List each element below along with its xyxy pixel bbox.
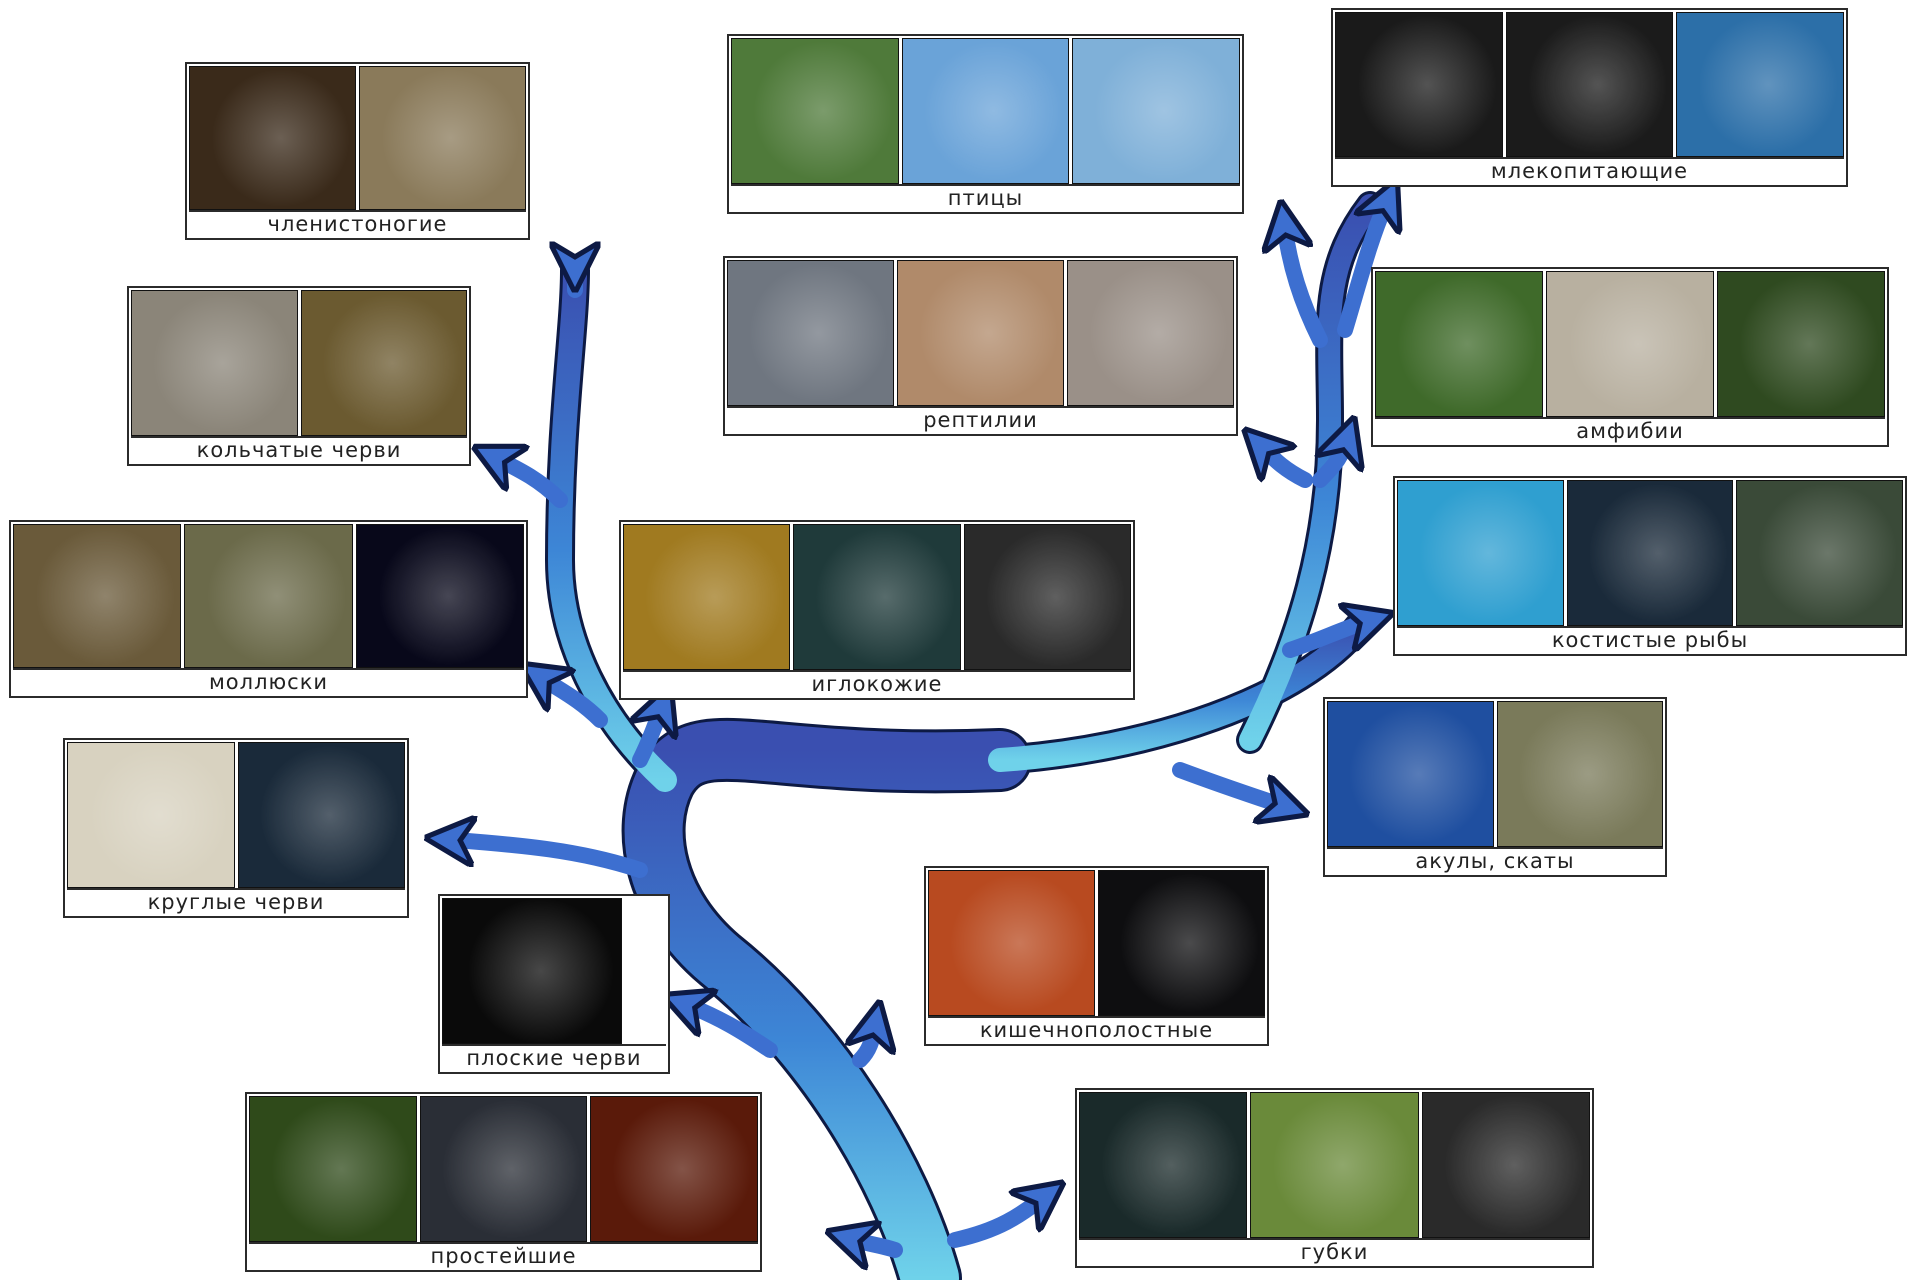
photo-row <box>1327 701 1663 847</box>
arrow-reptiles <box>1265 450 1305 480</box>
group-label: амфибии <box>1375 417 1885 443</box>
photo-earthworm <box>301 290 468 436</box>
group-label: млекопитающие <box>1335 157 1844 183</box>
group-label: моллюски <box>13 668 524 694</box>
photo-row <box>1375 271 1885 417</box>
photo-ray <box>1497 701 1664 847</box>
group-label: костистые рыбы <box>1397 626 1903 652</box>
group-label: простейшие <box>249 1242 758 1268</box>
group-label: кишечнополостные <box>928 1016 1265 1042</box>
photo-sponge-yellow <box>1422 1092 1590 1238</box>
arrow-birds <box>1285 230 1320 340</box>
photo-whale <box>1676 12 1844 157</box>
group-bony-fish: костистые рыбы <box>1393 476 1907 656</box>
photo-row <box>189 66 526 210</box>
group-birds: птицы <box>727 34 1244 214</box>
group-label: рептилии <box>727 406 1234 432</box>
group-label: членистоногие <box>189 210 526 236</box>
photo-toad <box>1717 271 1885 417</box>
group-label: иглокожие <box>623 670 1131 696</box>
group-flatworms: плоские черви <box>438 894 670 1074</box>
photo-row <box>13 524 524 668</box>
photo-row <box>131 290 467 436</box>
photo-albatross <box>902 38 1070 184</box>
photo-paramecium <box>420 1096 588 1242</box>
photo-sea-urchin <box>793 524 960 670</box>
photo-crinoid <box>623 524 790 670</box>
photo-squid <box>356 524 524 668</box>
group-roundworms: круглые черви <box>63 738 409 918</box>
group-amphibians: амфибии <box>1371 267 1889 447</box>
photo-row <box>1335 12 1844 157</box>
photo-row <box>623 524 1131 670</box>
photo-row <box>67 742 405 888</box>
photo-euglena <box>590 1096 758 1242</box>
group-echinoderms: иглокожие <box>619 520 1135 700</box>
photo-row <box>442 898 666 1044</box>
photo-tortoise <box>1067 260 1234 406</box>
photo-row <box>1079 1092 1590 1238</box>
photo-sturgeon <box>1736 480 1903 626</box>
arrow-cnidarians <box>860 1030 874 1060</box>
group-label: акулы, скаты <box>1327 847 1663 873</box>
group-mammals: млекопитающие <box>1331 8 1848 187</box>
photo-row <box>727 260 1234 406</box>
photo-starfish <box>964 524 1131 670</box>
group-label: плоские черви <box>442 1044 666 1070</box>
photo-jellyfish <box>1098 870 1265 1016</box>
photo-baby <box>1335 12 1503 157</box>
arrow-sharks <box>1180 770 1280 805</box>
photo-fish <box>1567 480 1734 626</box>
photo-salamander <box>1375 271 1543 417</box>
arrow-roundworms <box>455 840 640 870</box>
photo-komodo-dragon <box>897 260 1064 406</box>
group-sharks-rays: акулы, скаты <box>1323 697 1667 877</box>
group-cnidarians: кишечнополостные <box>924 866 1269 1046</box>
photo-goldfish <box>1397 480 1564 626</box>
group-annelids: кольчатые черви <box>127 286 471 466</box>
group-label: птицы <box>731 184 1240 210</box>
photo-flagellate <box>249 1096 417 1242</box>
photo-snake <box>727 260 894 406</box>
group-label: губки <box>1079 1238 1590 1264</box>
photo-sponge-green <box>1250 1092 1418 1238</box>
photo-roundworm <box>238 742 406 888</box>
photo-sponge-white <box>1079 1092 1247 1238</box>
photo-snail <box>184 524 352 668</box>
photo-row <box>249 1096 758 1242</box>
group-reptiles: рептилии <box>723 256 1238 436</box>
group-molluscs: моллюски <box>9 520 528 698</box>
photo-row <box>928 870 1265 1016</box>
photo-leech <box>131 290 298 436</box>
group-sponges: губки <box>1075 1088 1594 1268</box>
photo-shark <box>1327 701 1494 847</box>
group-label: круглые черви <box>67 888 405 914</box>
photo-centipede <box>189 66 356 210</box>
group-protozoa: простейшие <box>245 1092 762 1272</box>
photo-crab <box>359 66 526 210</box>
group-label: кольчатые черви <box>131 436 467 462</box>
photo-hummingbird <box>1072 38 1240 184</box>
photo-sea-anemone <box>928 870 1095 1016</box>
photo-ostriches <box>731 38 899 184</box>
photo-bat <box>1506 12 1674 157</box>
arrow-protozoa <box>855 1240 895 1250</box>
group-arthropods: членистоногие <box>185 62 530 240</box>
photo-clam <box>13 524 181 668</box>
photo-nematode <box>67 742 235 888</box>
photo-caecilian <box>1546 271 1714 417</box>
photo-planarian <box>442 898 622 1044</box>
photo-row <box>731 38 1240 184</box>
arrow-sponges <box>955 1200 1040 1240</box>
photo-row <box>1397 480 1903 626</box>
